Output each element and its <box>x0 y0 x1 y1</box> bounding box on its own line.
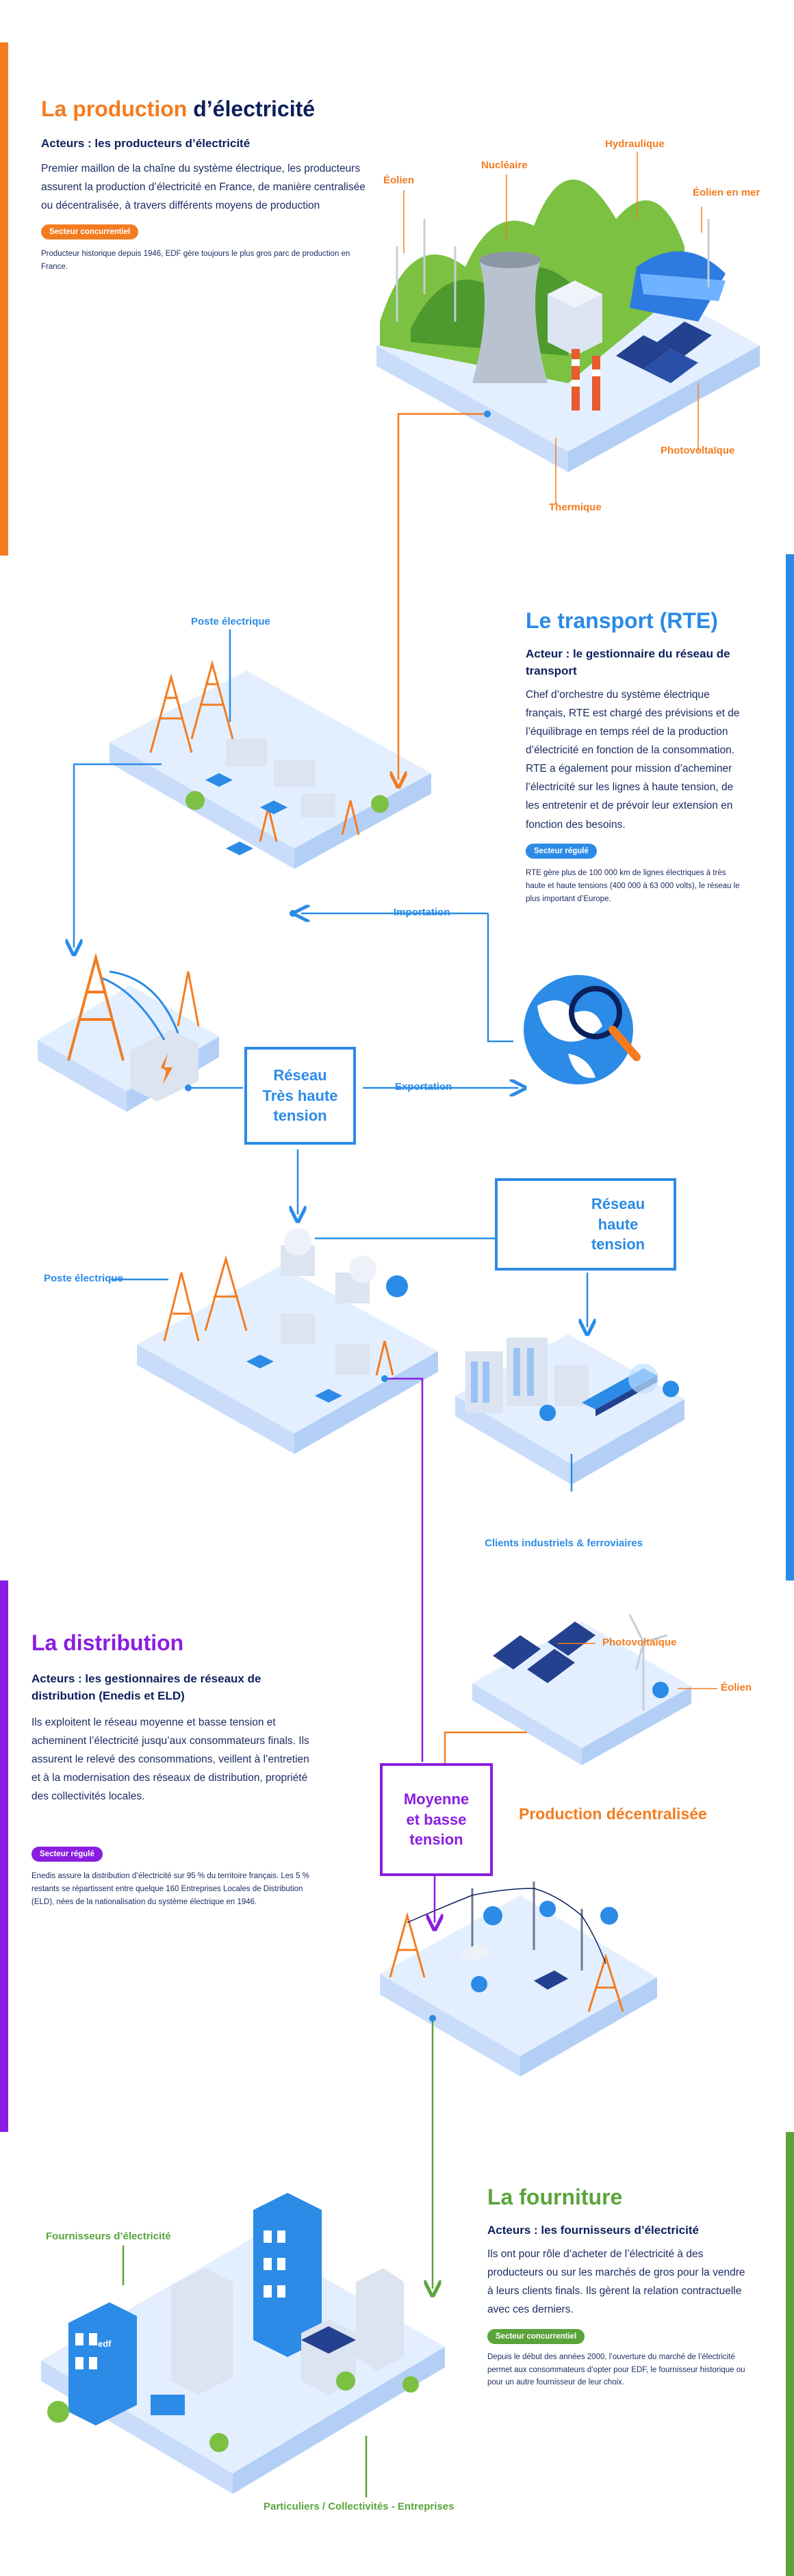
fourniture-text-block: La fourniture Acteurs : les fournisseurs… <box>487 2184 747 2389</box>
transport-body: Chef d’orchestre du système électrique f… <box>526 688 740 831</box>
transport-note: RTE gère plus de 100 000 km de lignes él… <box>526 868 740 903</box>
transport-title: Le transport (RTE) <box>526 608 718 633</box>
transport-badge: Secteur régulé <box>526 843 597 859</box>
globe-illustration <box>524 975 641 1084</box>
edf-logo: edf <box>98 2339 112 2349</box>
production-title-rest: d’électricité <box>187 96 316 121</box>
label-nucleaire: Nucléaire <box>481 159 528 171</box>
decentralized-connector <box>444 1731 527 1763</box>
transport-connectors <box>74 629 587 1492</box>
distribution-label-leaders <box>558 1643 717 1689</box>
fourniture-body: Ils ont pour rôle d’acheter de l’électri… <box>487 2248 745 2316</box>
production-actors: Acteurs : les producteurs d’électricité <box>41 137 251 151</box>
label-exportation: Exportation <box>395 1081 452 1093</box>
transport-stripe <box>786 554 794 1580</box>
distribution-stripe <box>0 1580 8 2132</box>
city-illustration <box>41 2193 445 2494</box>
substation-2-illustration <box>137 1228 438 1454</box>
fourniture-title: La fourniture <box>487 2185 623 2209</box>
production-text-block: La production d’électricité Acteurs : le… <box>41 96 370 274</box>
label-hydraulique: Hydraulique <box>605 138 665 150</box>
substation-1-illustration <box>110 660 431 869</box>
fourniture-badge: Secteur concurrentiel <box>487 2328 585 2344</box>
fourniture-note: Depuis le début des années 2000, l’ouver… <box>487 2352 745 2387</box>
distribution-badge: Secteur régulé <box>31 1847 103 1862</box>
distribution-title: La distribution <box>31 1630 184 1655</box>
box-reseau-haute-tension: Réseau haute tension <box>495 1178 676 1271</box>
box-reseau-tres-haute-tension: Réseau Très haute tension <box>244 1047 356 1145</box>
production-title-accent: La production <box>41 96 188 121</box>
label-importation: Importation <box>394 907 450 918</box>
fourniture-actors: Acteurs : les fournisseurs d’électricité <box>487 2224 699 2237</box>
production-body: Premier maillon de la chaîne du système … <box>41 163 366 212</box>
label-poste-electrique-2: Poste électrique <box>44 1273 123 1284</box>
production-label-leaders <box>403 152 702 504</box>
transport-text-block: Le transport (RTE) Acteur : le gestionna… <box>526 608 745 906</box>
label-photovoltaique-decentralise: Photovoltaïque <box>602 1637 677 1648</box>
box-moyenne-basse-tension: Moyenne et basse tension <box>380 1763 493 1876</box>
label-poste-electrique-1: Poste électrique <box>191 616 270 627</box>
distribution-text-block: La distribution Acteurs : les gestionnai… <box>31 1630 312 1909</box>
label-fournisseurs: Fournisseurs d’électricité <box>46 2230 171 2242</box>
transport-actors: Acteur : le gestionnaire du réseau de tr… <box>526 647 730 678</box>
label-particuliers-collectivites-entreprises: Particuliers / Collectivités - Entrepris… <box>264 2501 454 2512</box>
tht-transformer-illustration <box>38 952 219 1112</box>
label-thermique: Thermique <box>549 502 602 513</box>
distribution-note: Enedis assure la distribution d’électric… <box>31 1872 309 1907</box>
decentralized-production-illustration <box>472 1614 691 1765</box>
production-connector <box>398 413 487 780</box>
production-badge: Secteur concurrentiel <box>41 224 139 240</box>
label-photovoltaique: Photovoltaïque <box>661 445 735 456</box>
label-eolien-en-mer: Éolien en mer <box>693 187 760 198</box>
production-stripe <box>0 42 8 556</box>
fourniture-connector <box>122 2018 433 2497</box>
production-note: Producteur historique depuis 1946, EDF g… <box>41 250 350 272</box>
production-illustration <box>376 179 760 472</box>
fourniture-stripe <box>786 2132 794 2576</box>
label-eolien-decentralise: Éolien <box>721 1682 752 1693</box>
distribution-body: Ils exploitent le réseau moyenne et bass… <box>31 1716 309 1803</box>
label-production-decentralisee: Production décentralisée <box>519 1805 707 1823</box>
industrial-clients-illustration <box>455 1334 684 1485</box>
distribution-network-illustration <box>380 1882 657 2077</box>
label-eolien: Éolien <box>383 174 415 186</box>
label-clients-industriels: Clients industriels & ferroviaires <box>485 1537 643 1549</box>
production-title: La production d’électricité <box>41 96 370 122</box>
distribution-actors: Acteurs : les gestionnaires de réseaux d… <box>31 1672 261 1703</box>
